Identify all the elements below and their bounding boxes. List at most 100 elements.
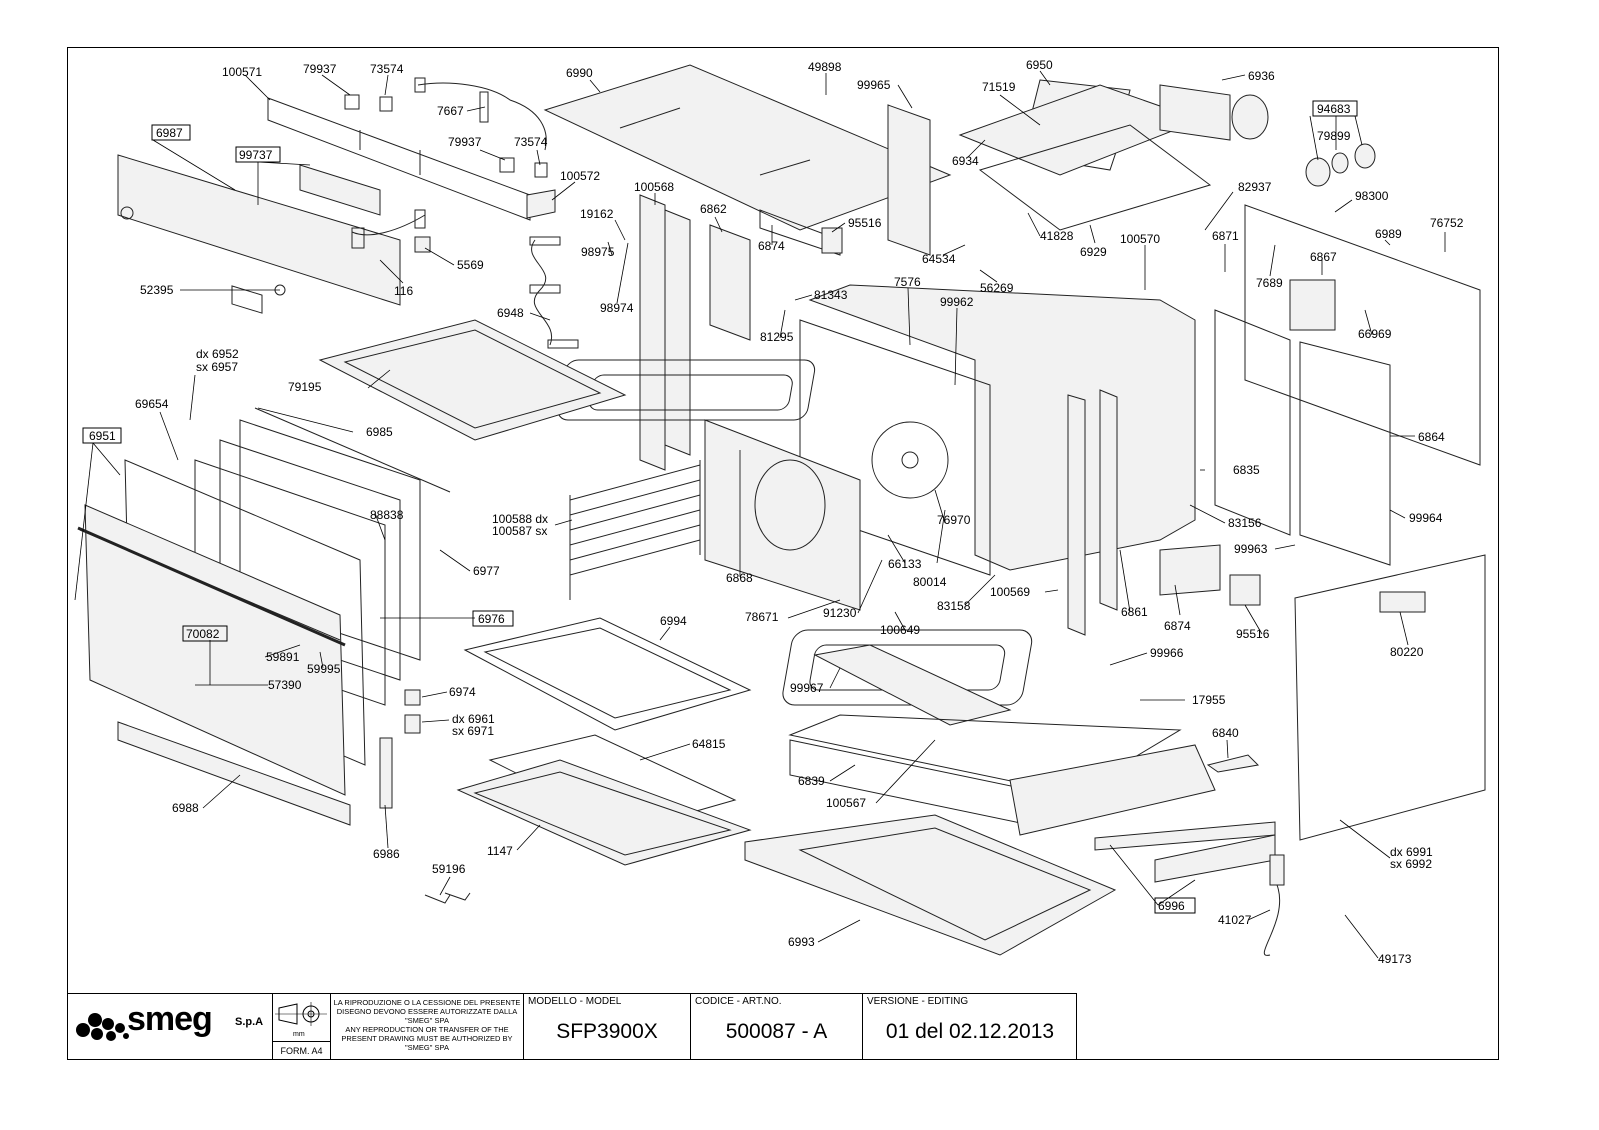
brand-suffix: S.p.A [235,1016,264,1028]
part-label: 98974 [600,301,634,315]
part-label: 6976 [478,612,505,626]
legal-notice-italian: LA RIPRODUZIONE O LA CESSIONE DEL PRESEN… [333,998,521,1025]
code-cell: CODICE - ART.NO. 500087 - A [690,994,862,1060]
part-label: 80220 [1390,645,1424,659]
part-label: 78671 [745,610,779,624]
part-label: 66133 [888,557,922,571]
part-label: 6862 [700,202,727,216]
part-label: 6996 [1158,899,1185,913]
part-label: 100588 dx [492,512,548,526]
part-label: 71519 [982,80,1016,94]
projection-symbol-icon: mm [275,1002,327,1038]
drawing-frame [67,47,1499,1060]
part-label: 66969 [1358,327,1392,341]
part-label: 17955 [1192,693,1226,707]
part-label: 99967 [790,681,824,695]
part-label: 100572 [560,169,600,183]
part-label: 70082 [186,627,220,641]
part-label: 6990 [566,66,593,80]
part-label: sx 6971 [452,724,494,738]
smeg-logo-icon [76,1013,129,1041]
part-label: 99964 [1409,511,1443,525]
part-label: 73574 [514,135,548,149]
part-label: dx 6991 [1390,845,1433,859]
part-label: 6988 [172,801,199,815]
projection-cell: mm FORM. A4 [272,994,330,1060]
part-label: 99962 [940,295,974,309]
part-label: 100568 [634,180,674,194]
code-value: 500087 - A [725,1020,828,1043]
part-label: 6929 [1080,245,1107,259]
part-label: 59891 [266,650,300,664]
part-label: 91230 [823,606,857,620]
part-label: 6867 [1310,250,1337,264]
leader-lines [74,70,1446,959]
part-label: 76752 [1430,216,1464,230]
part-label: 79937 [303,62,337,76]
part-label: 6934 [952,154,979,168]
part-label: 100649 [880,623,920,637]
part-label: 6948 [497,306,524,320]
part-label: 59995 [307,662,341,676]
model-label: MODELLO - MODEL [528,996,622,1007]
part-label: 1147 [487,844,513,858]
part-label: 6874 [1164,619,1191,633]
part-label: 100570 [1120,232,1160,246]
brand-name: smeg [127,1000,213,1038]
part-label: 7689 [1256,276,1283,290]
form-size: FORM. A4 [273,1041,330,1060]
part-label: 94683 [1317,102,1351,116]
part-label: 41027 [1218,913,1252,927]
part-label: 81295 [760,330,794,344]
part-label: 88838 [370,508,404,522]
part-label: 98975 [581,245,615,259]
part-label: 83156 [1228,516,1262,530]
part-label: 116 [394,284,413,298]
part-label: 6951 [89,429,116,443]
part-label: 100569 [990,585,1030,599]
part-label: 98300 [1355,189,1389,203]
part-label: 59196 [432,862,466,876]
part-label: 79195 [288,380,322,394]
part-label: 57390 [268,678,302,692]
part-label: 6874 [758,239,785,253]
part-label: 6840 [1212,726,1239,740]
legal-notice: LA RIPRODUZIONE O LA CESSIONE DEL PRESEN… [330,994,523,1060]
title-block: smeg S.p.A mm FORM. A4 LA RIPRODUZIONE O… [67,993,1077,1060]
model-cell: MODELLO - MODEL SFP3900X [523,994,690,1060]
logo-cell: smeg S.p.A [67,994,272,1060]
part-label: 6993 [788,935,815,949]
part-label: 41828 [1040,229,1074,243]
part-label: 49898 [808,60,842,74]
part-label: 79937 [448,135,482,149]
part-label: 69654 [135,397,169,411]
part-label: 6868 [726,571,753,585]
part-label: 6985 [366,425,393,439]
part-shapes [77,64,1486,956]
part-label: 19162 [580,207,614,221]
part-label: 64815 [692,737,726,751]
part-label: 6986 [373,847,400,861]
part-label: sx 6957 [196,360,238,374]
boxed-label-frames [82,100,1358,914]
code-label: CODICE - ART.NO. [695,996,782,1007]
part-label: 99963 [1234,542,1268,556]
part-label: 6994 [660,614,687,628]
version-cell: VERSIONE - EDITING 01 del 02.12.2013 [862,994,1077,1060]
part-label: 6987 [156,126,183,140]
part-label: 49173 [1378,952,1412,966]
part-number-labels: 100571 79937 73574 7667 6990 49898 99965… [89,58,1464,966]
part-label: 100587 sx [492,524,547,538]
part-label: 83158 [937,599,971,613]
part-label: 99966 [1150,646,1184,660]
part-label: 99737 [239,148,273,162]
part-label: 95516 [848,216,882,230]
part-label: 5569 [457,258,484,272]
model-value: SFP3900X [556,1020,658,1043]
part-label: 64534 [922,252,956,266]
part-label: 7576 [894,275,921,289]
part-label: sx 6992 [1390,857,1432,871]
part-label: 7667 [437,104,464,118]
part-label: 56269 [980,281,1014,295]
